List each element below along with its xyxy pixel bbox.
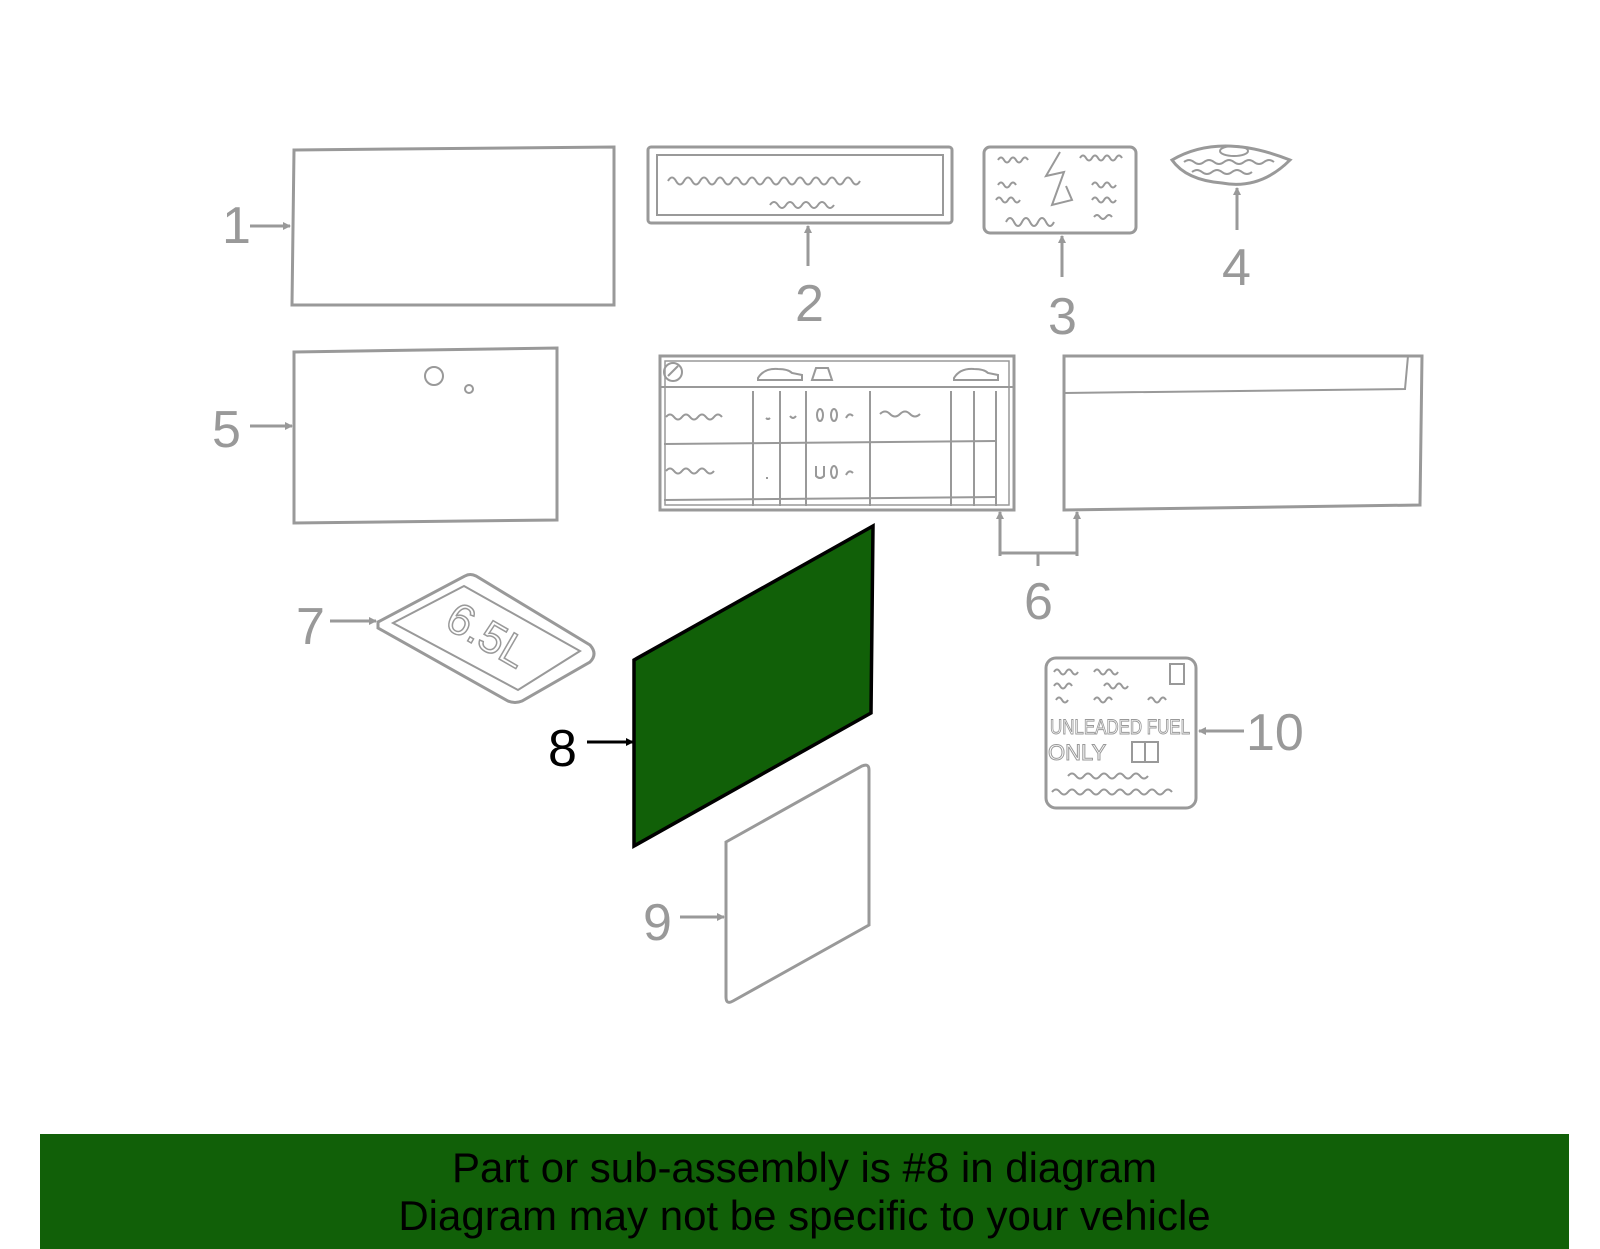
- part-6-table-label[interactable]: [658, 354, 1016, 512]
- part-9-label[interactable]: [724, 763, 871, 1004]
- callout-8: 8: [548, 720, 577, 778]
- fuel-text-line2: ONLY: [1048, 740, 1107, 765]
- part-4-emblem[interactable]: [1169, 144, 1293, 186]
- part-2-label[interactable]: [646, 145, 954, 225]
- callout-9: 9: [643, 894, 672, 952]
- part-3-label[interactable]: [982, 145, 1138, 235]
- banner-line-2: Diagram may not be specific to your vehi…: [398, 1192, 1211, 1239]
- callout-3: 3: [1048, 288, 1077, 346]
- callout-6: 6: [1024, 573, 1053, 631]
- part-1-label[interactable]: [290, 145, 616, 307]
- callout-6-bracket: [998, 518, 1079, 566]
- callout-4: 4: [1222, 239, 1251, 297]
- fuel-text-line1: UNLEADED FUEL: [1050, 716, 1190, 739]
- info-banner: Part or sub-assembly is #8 in diagram Di…: [40, 1134, 1569, 1249]
- engine-size-text: 6.5L: [438, 593, 537, 678]
- part-10-fuel-label[interactable]: UNLEADED FUEL ONLY: [1044, 656, 1198, 810]
- callout-5: 5: [212, 401, 241, 459]
- part-6-plain-label[interactable]: [1062, 354, 1424, 512]
- callout-2: 2: [795, 275, 824, 333]
- part-7-badge[interactable]: 6.5L: [376, 573, 596, 704]
- part-8-label-highlighted[interactable]: [632, 522, 875, 849]
- banner-line-1: Part or sub-assembly is #8 in diagram: [452, 1144, 1157, 1191]
- callout-1: 1: [222, 197, 251, 255]
- part-5-label[interactable]: [292, 346, 559, 525]
- callout-7: 7: [296, 598, 325, 656]
- callout-10: 10: [1246, 704, 1304, 762]
